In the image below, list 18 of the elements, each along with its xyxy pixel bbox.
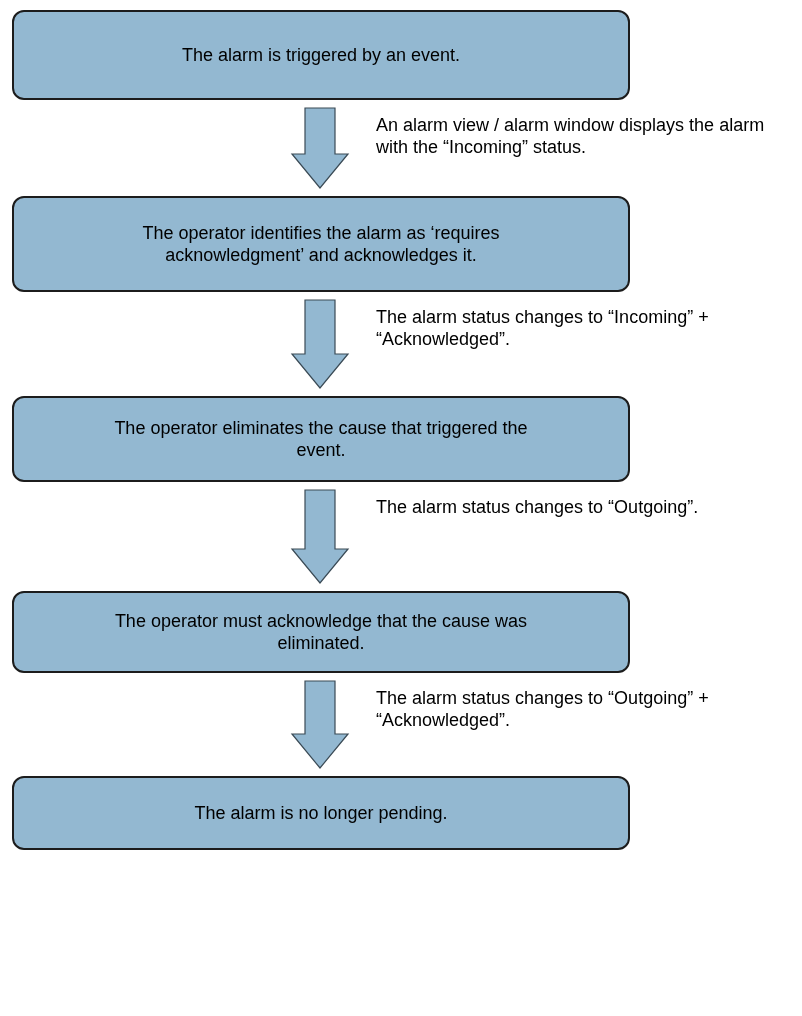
block-arrow xyxy=(290,299,350,389)
process-box xyxy=(12,776,630,850)
edge-label: The alarm status changes to “Outgoing”. xyxy=(376,496,700,518)
edge-label: An alarm view / alarm window displays the alarm with the “Incoming” status. xyxy=(376,114,766,158)
edge-label: The alarm status changes to “Incoming” + “Acknowledged”. xyxy=(376,306,710,350)
process-box xyxy=(12,10,630,100)
step-text: The alarm is no longer pending. xyxy=(194,802,448,824)
process-box xyxy=(12,396,630,482)
process-box xyxy=(12,591,630,673)
step-text: The operator must acknowledge that the cause was eliminated. xyxy=(113,610,529,654)
process-box xyxy=(12,196,630,292)
step-text: The operator identifies the alarm as ‘requires acknowledgment’ and acknowledges it. xyxy=(141,222,501,266)
block-arrow xyxy=(290,107,350,189)
block-arrow xyxy=(290,489,350,584)
edge-label: The alarm status changes to “Outgoing” + “Acknowledged”. xyxy=(376,687,710,731)
step-text: The alarm is triggered by an event. xyxy=(181,44,461,66)
step-text: The operator eliminates the cause that triggered the event. xyxy=(113,417,529,461)
block-arrow xyxy=(290,680,350,769)
